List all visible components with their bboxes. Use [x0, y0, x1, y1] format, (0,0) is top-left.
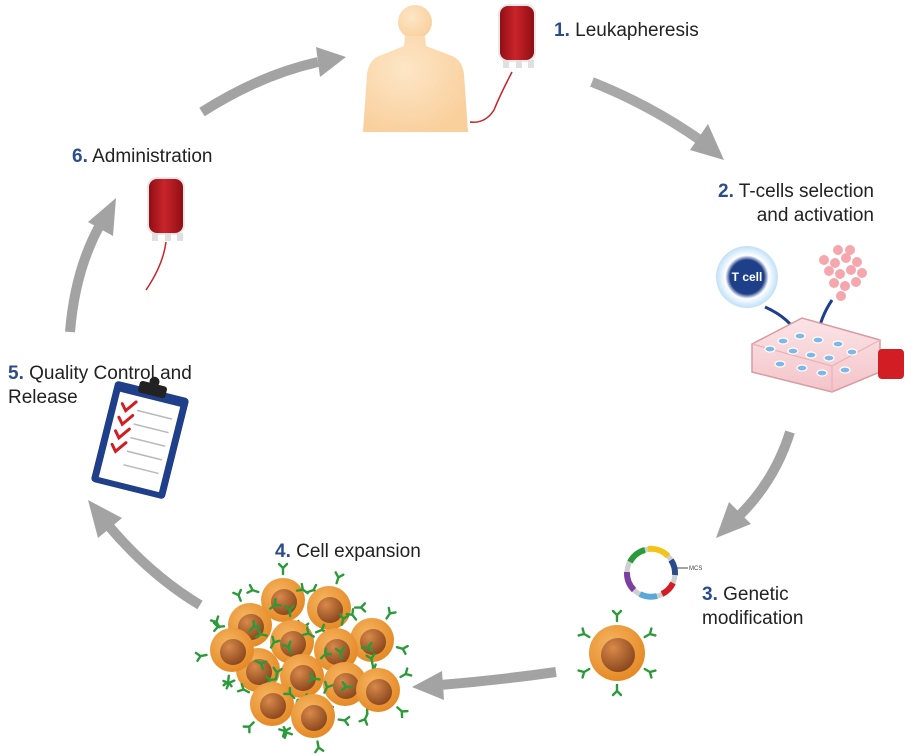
arrow-6-to-1: [199, 47, 346, 117]
person-silhouette-icon: [363, 5, 468, 132]
step-4-label: 4. Cell expansion: [275, 540, 421, 564]
step-2-title-line2: and activation: [756, 205, 874, 226]
car-t-cell-icon: [577, 609, 657, 697]
step-2-label: 2. T-cells selection and activation: [718, 180, 874, 228]
expanded-cell: [236, 666, 310, 740]
t-cell-icon: T cell: [716, 246, 778, 308]
expanded-cell: [254, 604, 329, 676]
step-6-label: 6. Administration: [72, 145, 212, 169]
step-2-title-line1: T-cells selection: [738, 181, 874, 202]
step-4-title: Cell expansion: [296, 541, 421, 562]
step-5-number: 5.: [8, 363, 24, 384]
arrow-3-to-4: [412, 667, 557, 700]
plasmid-mcs-label: MCS: [689, 566, 702, 572]
clipboard-checklist-icon: [91, 376, 189, 499]
expanded-cell: [194, 615, 268, 688]
arrow-5-to-6: [65, 198, 116, 333]
activation-beads-icon: [819, 245, 867, 301]
arrow-2-to-3: [716, 430, 795, 538]
step-5-label: 5. Quality Control and Release: [8, 362, 192, 410]
step-6-number: 6.: [72, 146, 88, 167]
arrow-1-to-2: [590, 77, 724, 160]
step-2-number: 2.: [718, 181, 734, 202]
expanded-cell: [264, 640, 337, 714]
arrow-4-to-5: [88, 500, 203, 610]
step-5-title-line2: Release: [8, 387, 78, 408]
step-1-label: 1. Leukapheresis: [554, 19, 699, 43]
step-6-title: Administration: [92, 146, 213, 167]
blood-bag-icon: [145, 177, 185, 291]
expanded-cell: [278, 680, 351, 754]
step-3-title-line2: modification: [702, 608, 804, 629]
expanded-cell: [296, 571, 367, 645]
t-cell-label: T cell: [732, 270, 763, 284]
step-4-number: 4.: [275, 541, 291, 562]
plasmid-icon: MCS: [624, 545, 702, 600]
expanded-cell: [340, 652, 413, 726]
expanded-cell: [335, 606, 409, 678]
cycle-arrows: [65, 47, 795, 700]
step-5-title-line1: Quality Control and: [29, 363, 192, 384]
step-3-label: 3. Genetic modification: [702, 583, 803, 631]
blood-bag-icon: [469, 4, 536, 123]
cell-cluster-icon: [194, 562, 413, 754]
step-3-title-line1: Genetic: [723, 584, 789, 605]
culture-flask-icon: [751, 317, 904, 393]
step-1-title: Leukapheresis: [575, 20, 699, 41]
step-1-number: 1.: [554, 20, 570, 41]
step-3-number: 3.: [702, 584, 718, 605]
